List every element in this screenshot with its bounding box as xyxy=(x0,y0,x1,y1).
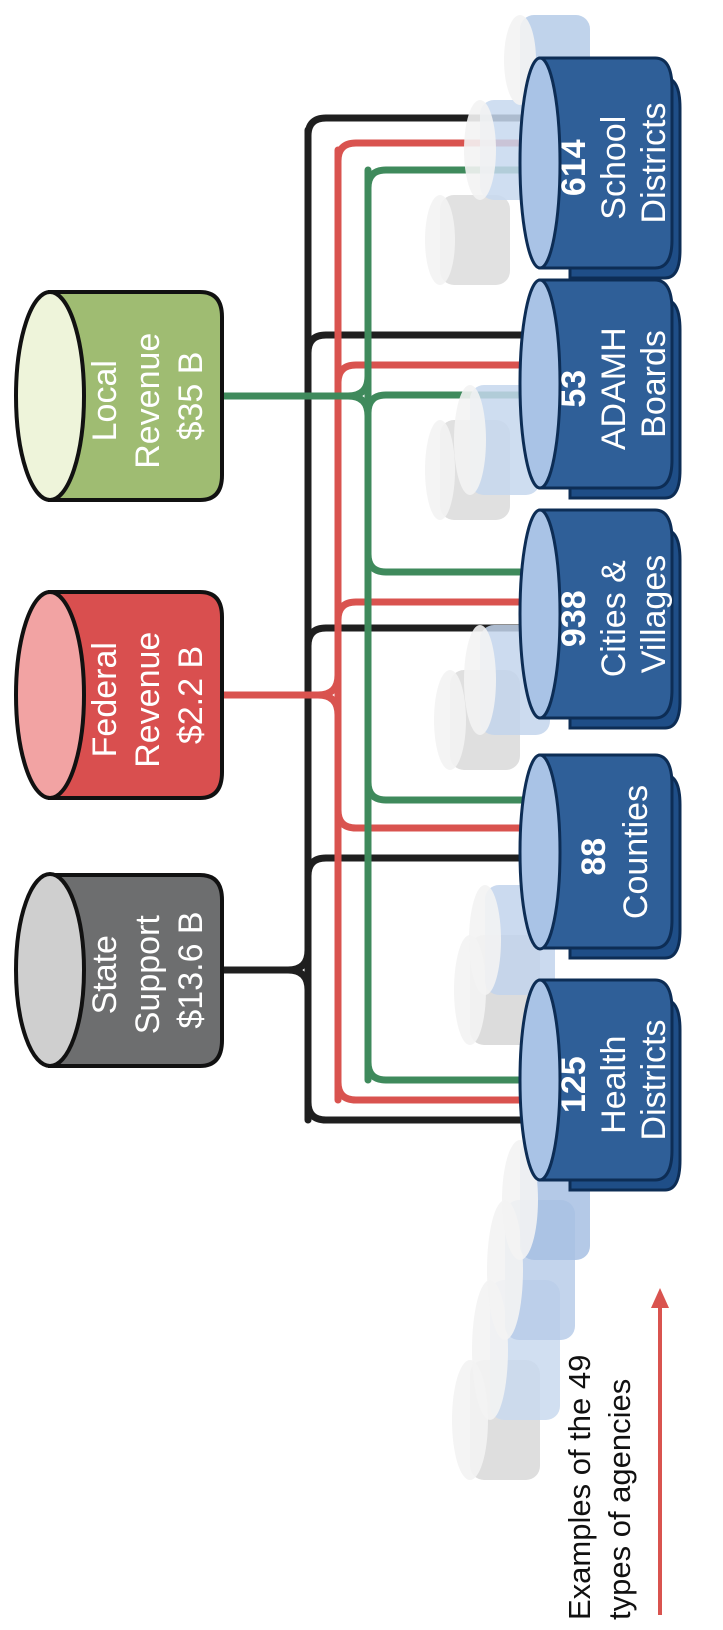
ghost-cylinder-body xyxy=(440,195,510,285)
agency-count: 938 xyxy=(555,590,593,647)
caption-line-1: Examples of the 49 xyxy=(562,1355,597,1620)
cylinder-body xyxy=(538,56,674,270)
wire-local-feed xyxy=(218,372,372,400)
agency-line-1: School xyxy=(595,116,633,220)
svg-text:53 ADAMH Board: 53 ADAMH Boards xyxy=(555,318,673,450)
federal-line-1: Federal xyxy=(86,642,124,757)
state-line-1: State xyxy=(86,935,124,1014)
agency-count: 614 xyxy=(555,139,593,196)
ghost-cylinder-top xyxy=(434,670,466,770)
cylinder-body xyxy=(538,978,674,1182)
ghost-cylinder-top xyxy=(464,625,496,735)
wire-federal-tap-adamh-boards xyxy=(334,361,544,387)
wire-local-tap-cities-villages xyxy=(364,550,544,576)
agency-count: 88 xyxy=(575,838,613,876)
wire-local-tap-health-districts xyxy=(364,1058,544,1084)
svg-text:614 School Dis: 614 School Districts xyxy=(555,103,673,224)
ghost-cylinder-top xyxy=(464,100,496,200)
agency-line-2: Boards xyxy=(635,330,673,438)
wire-local-tap-school-districts xyxy=(364,166,544,192)
agency-line-1: Cities & xyxy=(595,560,633,677)
agencies-caption: Examples of the 49 types of agencies xyxy=(562,1288,669,1620)
wire-federal-tap-health-districts xyxy=(334,1078,544,1104)
state-line-2: Support xyxy=(129,915,167,1035)
cylinder-top xyxy=(518,278,562,490)
wire-local-tap-counties xyxy=(364,778,544,804)
agency-count: 53 xyxy=(555,370,593,408)
agency-cylinders: 125 Health Districts 88 Counties 938 Cit… xyxy=(518,56,682,1192)
agency-health-districts: 125 Health Districts xyxy=(518,978,682,1192)
cylinder-top xyxy=(14,872,86,1068)
wire-state-tap-cities-villages xyxy=(304,624,544,650)
agency-line-2: Districts xyxy=(635,1020,673,1141)
ghost-cylinder-top xyxy=(502,1140,538,1260)
svg-text:Federal Revenue $2: Federal Revenue $2.2 B xyxy=(86,622,210,768)
svg-text:88 Counties: 88 Counties xyxy=(575,785,655,919)
wire-state-feed-split xyxy=(284,966,312,994)
svg-text:Examples of the 49 types: Examples of the 49 types of agencies xyxy=(562,1346,637,1620)
svg-text:938 Cities & V: 938 Cities & Villages xyxy=(555,551,673,678)
federal-line-2: Revenue xyxy=(129,632,167,768)
agency-adamh-boards: 53 ADAMH Boards xyxy=(518,278,682,500)
local-line-2: Revenue xyxy=(129,333,167,469)
other-agency-types xyxy=(425,15,590,1480)
cylinder-top xyxy=(14,590,86,800)
agency-cities-villages: 938 Cities & Villages xyxy=(518,508,682,730)
agency-line-1: ADAMH xyxy=(595,327,633,450)
wire-state-tap-counties xyxy=(304,854,544,880)
agency-line-1: Health xyxy=(595,1036,633,1134)
agency-count: 125 xyxy=(555,1056,593,1113)
wire-federal-feed-split xyxy=(314,691,342,719)
cylinder-top xyxy=(518,978,562,1182)
cylinder-top xyxy=(518,508,562,720)
svg-text:State Support $13.: State Support $13.6 B xyxy=(86,906,210,1035)
wire-state-tap-school-districts xyxy=(304,114,544,140)
cylinder-top xyxy=(518,753,562,951)
cylinder-body xyxy=(538,278,674,490)
source-local-revenue: Local Revenue $35 B xyxy=(14,290,224,502)
local-line-1: Local xyxy=(86,360,124,441)
ghost-cylinder-top xyxy=(454,385,486,495)
local-line-3: $35 B xyxy=(172,352,210,441)
wire-state-tap-adamh-boards xyxy=(304,331,544,357)
cylinder-body xyxy=(538,753,674,950)
ghost-cylinder xyxy=(425,195,510,285)
agency-counties: 88 Counties xyxy=(518,753,682,960)
agency-line-1: Counties xyxy=(617,785,655,919)
wire-local-tap-adamh-boards xyxy=(364,391,544,417)
ghost-cylinder-top xyxy=(469,885,501,995)
connection-lines xyxy=(218,114,544,1124)
ghost-cylinder-top xyxy=(425,195,455,285)
state-line-3: $13.6 B xyxy=(172,911,210,1028)
cylinder-body xyxy=(538,508,674,720)
caption-line-2: types of agencies xyxy=(602,1379,637,1620)
wire-federal-tap-counties xyxy=(334,806,544,832)
agency-line-2: Villages xyxy=(635,555,673,673)
federal-line-3: $2.2 B xyxy=(172,646,210,744)
cylinder-top xyxy=(518,56,562,270)
cylinder-body xyxy=(48,873,224,1068)
ghost-cylinder-top xyxy=(425,420,455,520)
wire-federal-tap-school-districts xyxy=(334,139,544,165)
wire-federal-tap-cities-villages xyxy=(334,598,544,624)
cylinder-body xyxy=(48,590,224,800)
source-state-support: State Support $13.6 B xyxy=(14,872,224,1068)
wire-state-feed xyxy=(218,946,312,974)
wire-state-tap-health-districts xyxy=(304,1098,544,1124)
agency-school-districts: 614 School Districts xyxy=(518,56,682,280)
cylinder-body xyxy=(48,290,224,502)
svg-text:125 Health Dis: 125 Health Districts xyxy=(555,1020,673,1141)
svg-text:Local Revenue $35: Local Revenue $35 B xyxy=(86,323,210,469)
source-federal-revenue: Federal Revenue $2.2 B xyxy=(14,590,224,800)
agency-line-2: Districts xyxy=(635,103,673,224)
caption-arrow-head xyxy=(651,1288,669,1308)
cylinder-top xyxy=(14,290,86,502)
